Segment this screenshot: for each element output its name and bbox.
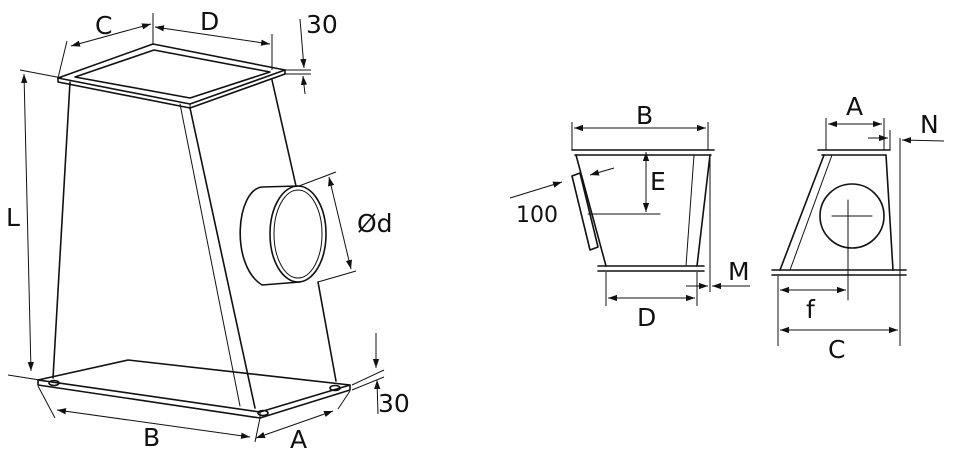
dim-d-side: [605, 272, 698, 306]
dim-30-top: [285, 18, 311, 95]
label-b-side: B: [636, 101, 653, 130]
bottom-flange: [37, 359, 351, 419]
dim-f: [777, 276, 846, 346]
dim-100: [509, 167, 615, 199]
label-30-top: 30: [306, 10, 338, 39]
transition-body: [52, 79, 337, 409]
dim-30-bottom: [351, 333, 385, 415]
front-view: A N f C: [771, 92, 945, 364]
label-diameter: Ød: [357, 209, 393, 238]
dim-c-top: [57, 13, 154, 79]
label-e: E: [650, 167, 666, 196]
dim-a-bottom: [255, 390, 351, 439]
label-d-top: D: [200, 7, 219, 36]
dim-l: [7, 69, 63, 382]
front-outline: [771, 149, 907, 301]
label-c-top: C: [95, 11, 112, 40]
round-spigot: [239, 185, 327, 286]
label-c-front: C: [828, 335, 845, 364]
label-b-bottom: B: [143, 423, 160, 452]
label-l: L: [6, 203, 20, 232]
side-outline: [571, 149, 715, 272]
label-30-bottom: 30: [378, 389, 410, 418]
label-m: M: [728, 257, 750, 286]
label-d-side: D: [637, 303, 656, 332]
dim-n: [868, 130, 945, 346]
dim-d-top: [154, 25, 273, 70]
dim-m: [686, 156, 750, 292]
dim-b-side: [571, 122, 709, 150]
dim-a-front: [825, 118, 885, 150]
side-view: B E 100 M D: [509, 101, 750, 332]
top-flange: [57, 43, 286, 109]
label-f: f: [806, 295, 816, 324]
label-100: 100: [516, 203, 558, 228]
label-n: N: [920, 110, 939, 139]
isometric-view: C D 30 L Ød 30 B A: [6, 7, 410, 454]
label-a-front: A: [846, 92, 863, 121]
label-a-bottom: A: [290, 425, 307, 454]
dim-diameter: [298, 171, 357, 283]
